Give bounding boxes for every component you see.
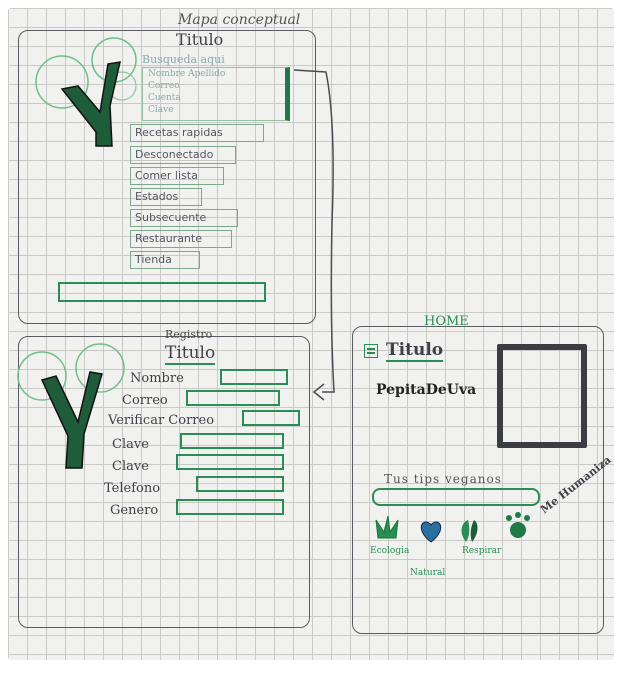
correo-input[interactable] xyxy=(186,390,280,406)
register-heading: Registro xyxy=(165,328,213,341)
search-line-3: Cuenta xyxy=(148,93,181,103)
menu-item-desconectado[interactable]: Desconectado xyxy=(130,146,236,164)
confirmar-clave-input[interactable] xyxy=(176,454,284,470)
field-label-telefono: Telefono xyxy=(104,481,161,496)
profile-image-frame xyxy=(497,344,587,448)
menu-item-estados[interactable]: Estados xyxy=(130,188,202,206)
tree-logo-icon xyxy=(35,37,137,147)
menu-item-comer-lista[interactable]: Comer lista xyxy=(130,167,224,185)
menu-item-tienda[interactable]: Tienda xyxy=(130,251,200,269)
search-line-4: Clave xyxy=(148,105,174,115)
search-line-1: Nombre Apellido xyxy=(148,69,226,79)
tips-bar[interactable] xyxy=(372,488,540,506)
menu-item-recetas[interactable]: Recetas rapidas xyxy=(130,124,264,142)
field-label-nombre: Nombre xyxy=(130,371,184,386)
heart-leaf-icon[interactable] xyxy=(418,520,444,544)
menu-item-subsecuente[interactable]: Subsecuente xyxy=(130,209,238,227)
menu-title: Titulo xyxy=(176,30,224,49)
clave-input[interactable] xyxy=(180,433,284,449)
home-heading: HOME xyxy=(424,314,469,329)
icon-label-natural: Natural xyxy=(410,568,446,578)
telefono-input[interactable] xyxy=(196,476,284,492)
grass-icon[interactable] xyxy=(374,514,402,540)
field-label-clave-1: Clave xyxy=(112,437,149,452)
paw-icon[interactable] xyxy=(504,512,532,540)
home-title: Titulo xyxy=(386,340,444,362)
verificar-correo-input[interactable] xyxy=(242,410,300,426)
menu-panel xyxy=(18,30,316,324)
search-line-2: Correo xyxy=(148,81,180,91)
home-panel xyxy=(352,326,604,634)
register-panel xyxy=(18,336,310,628)
field-label-genero: Genero xyxy=(110,503,159,518)
icon-label-ecologia: Ecologia xyxy=(370,546,410,556)
genero-input[interactable] xyxy=(176,499,284,515)
field-label-correo: Correo xyxy=(122,393,168,408)
home-username: PepitaDeUva xyxy=(376,382,477,398)
register-title: Titulo xyxy=(165,343,216,365)
search-label: Busqueda aqui xyxy=(142,53,225,66)
menu-item-restaurante[interactable]: Restaurante xyxy=(130,230,232,248)
top-note: Mapa conceptual xyxy=(178,12,301,28)
flow-arrow xyxy=(293,69,335,401)
search-box[interactable] xyxy=(142,67,290,121)
nombre-input[interactable] xyxy=(220,369,288,385)
menu-bottom-bar[interactable] xyxy=(58,282,266,302)
icon-label-respirar: Respirar xyxy=(462,546,502,556)
field-label-verificar: Verificar Correo xyxy=(108,413,215,428)
field-label-clave-2: Clave xyxy=(112,459,149,474)
tips-label: Tus tips veganos xyxy=(384,472,502,486)
tree-logo-icon xyxy=(17,343,125,469)
hamburger-icon[interactable] xyxy=(364,344,378,358)
leaves-icon[interactable] xyxy=(458,518,484,544)
